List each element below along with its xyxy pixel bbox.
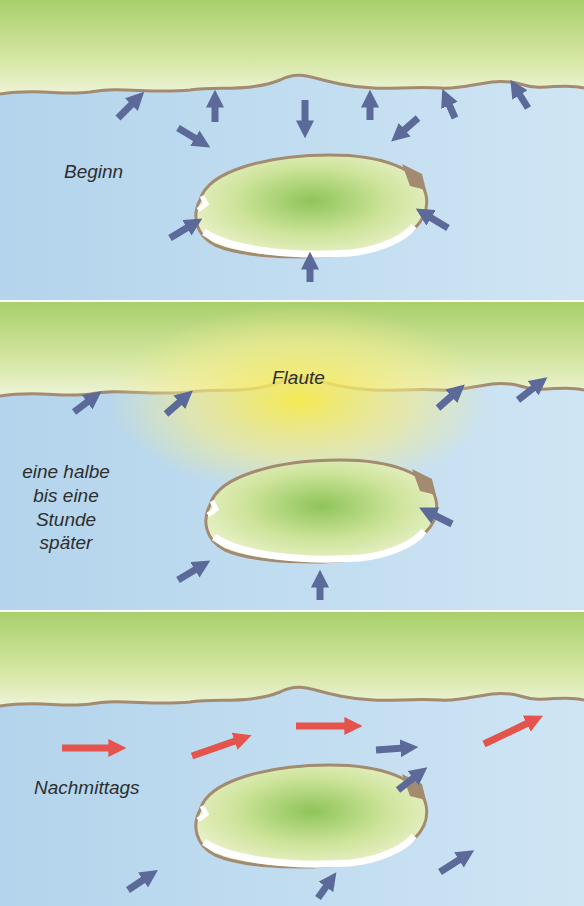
- time-label: Nachmittags: [34, 776, 140, 800]
- time-label: eine halbe bis eine Stunde später: [14, 460, 118, 555]
- time-label: Beginn: [64, 160, 123, 184]
- calm-label: Flaute: [272, 366, 325, 390]
